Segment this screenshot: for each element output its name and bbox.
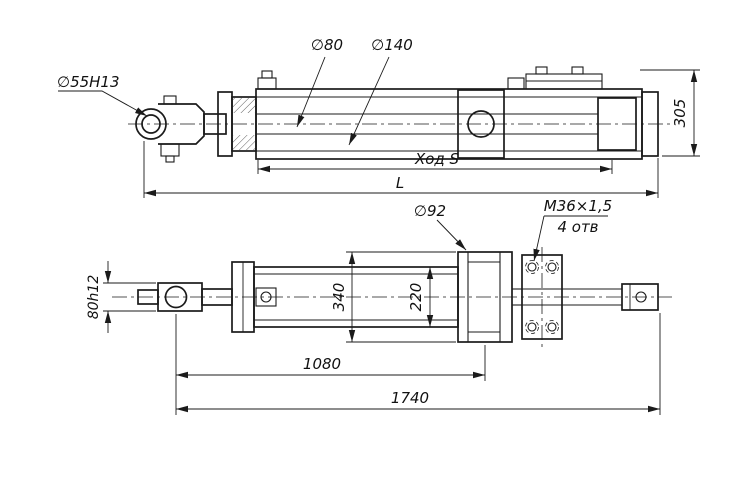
clevis-top-pin — [163, 95, 177, 105]
block-height-label: 340 — [330, 283, 348, 312]
front-port-bolt — [261, 70, 273, 79]
holes-label: 4 отв — [557, 218, 598, 236]
length-label: L — [396, 174, 404, 192]
gland-hatch-top — [233, 98, 255, 113]
overall-length-label: 1740 — [391, 389, 429, 407]
bolt-hole-4 — [547, 322, 557, 332]
bottom-view-dimensions: 80h12 ∅92 M36×1,5 4 отв 340 220 1080 174… — [86, 197, 661, 415]
rod-dia-label: ∅80 — [311, 36, 343, 54]
bolt-thread-2 — [545, 260, 559, 274]
bolt-hole-1 — [527, 262, 537, 272]
gland-hatch-bottom — [233, 135, 255, 150]
valve-bolt-right — [571, 66, 584, 75]
thread-label: M36×1,5 — [544, 197, 612, 215]
rear-port-block — [507, 77, 525, 90]
rod-dia-leader — [296, 56, 326, 128]
bottom-view-geometry — [112, 247, 672, 347]
valve-bolt-left — [535, 66, 548, 75]
bolt-thread-4 — [545, 320, 559, 334]
thread-leader — [533, 215, 545, 262]
bolt-hole-3 — [527, 322, 537, 332]
boss-dia-label: ∅92 — [414, 202, 446, 220]
boss-dia-leader — [436, 219, 467, 251]
valve-block — [525, 73, 603, 90]
grease-fitting — [165, 155, 175, 163]
clevis-bottom-boss — [160, 143, 180, 157]
top-view-dimensions: ∅55H13 ∅80 ∅140 305 Ход S L — [57, 36, 700, 198]
body-width-label: 220 — [407, 283, 425, 312]
top-view-geometry — [128, 66, 670, 163]
stroke-label: Ход S — [414, 150, 460, 168]
bolt-thread-3 — [525, 320, 539, 334]
rod-end-width-label: 80h12 — [86, 275, 102, 320]
front-port-block — [257, 77, 277, 90]
bore-dia-leader — [348, 56, 390, 146]
bore-dia-label: ∅140 — [371, 36, 413, 54]
eye-bore-label: ∅55H13 — [57, 73, 120, 91]
eye-bore-leader — [58, 90, 148, 117]
pin-trunnion-label: 1080 — [303, 355, 341, 373]
bolt-hole-2 — [547, 262, 557, 272]
bolt-thread-1 — [525, 260, 539, 274]
height-label: 305 — [671, 99, 689, 128]
